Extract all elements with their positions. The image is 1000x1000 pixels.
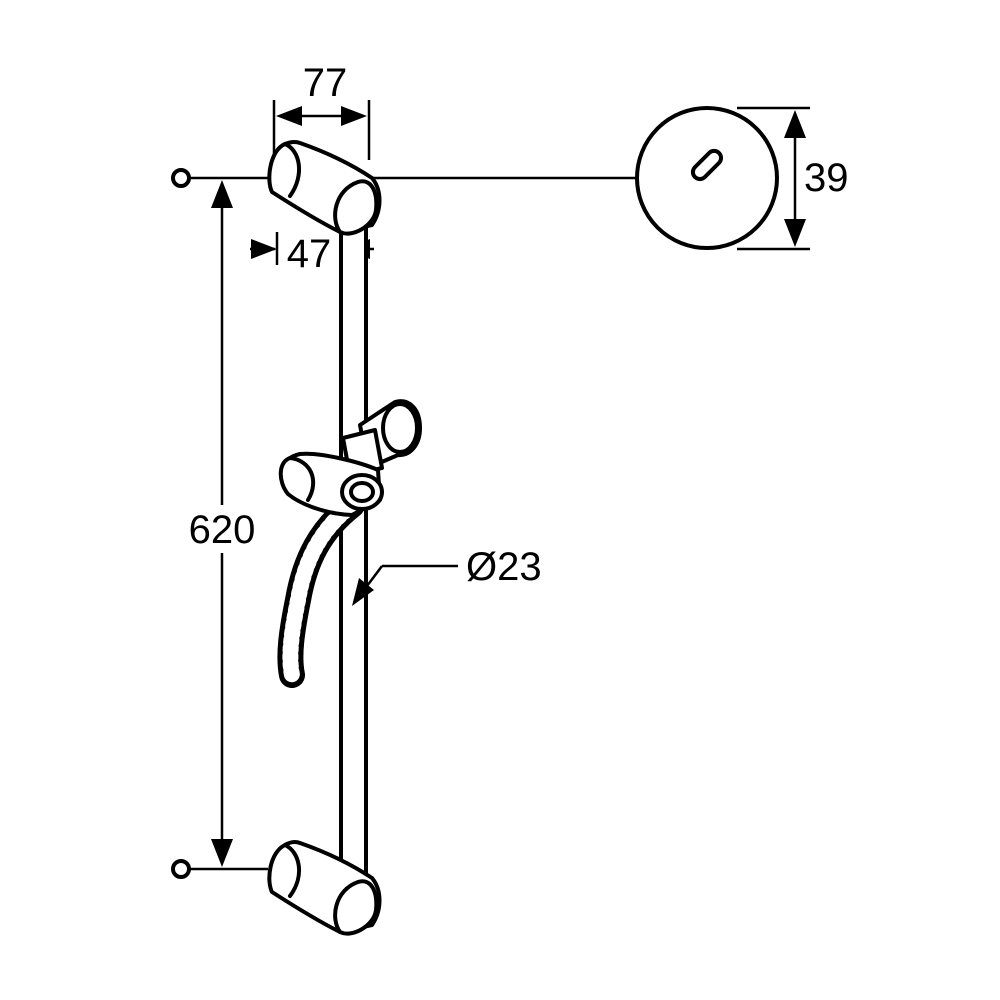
shower-head-disc	[635, 106, 779, 250]
width-top-label: 77	[303, 61, 348, 105]
disc-diameter-label: 39	[804, 156, 849, 200]
rail-diameter-label: Ø23	[466, 545, 542, 589]
width-top-dimension: 77	[272, 61, 371, 160]
height-label: 620	[189, 508, 256, 552]
slider-holder	[278, 399, 422, 517]
rail-bar	[339, 208, 368, 892]
disc-diameter-dimension: 39	[737, 106, 849, 251]
bottom-mount-point	[171, 859, 191, 879]
rail-diameter-callout: Ø23	[352, 545, 542, 606]
bottom-bracket	[267, 839, 382, 936]
shower-hose	[277, 492, 365, 688]
top-bracket	[267, 139, 382, 236]
height-dimension: 620	[180, 180, 262, 867]
top-mount-point	[171, 168, 191, 188]
bracket-offset-label: 47	[287, 232, 332, 276]
